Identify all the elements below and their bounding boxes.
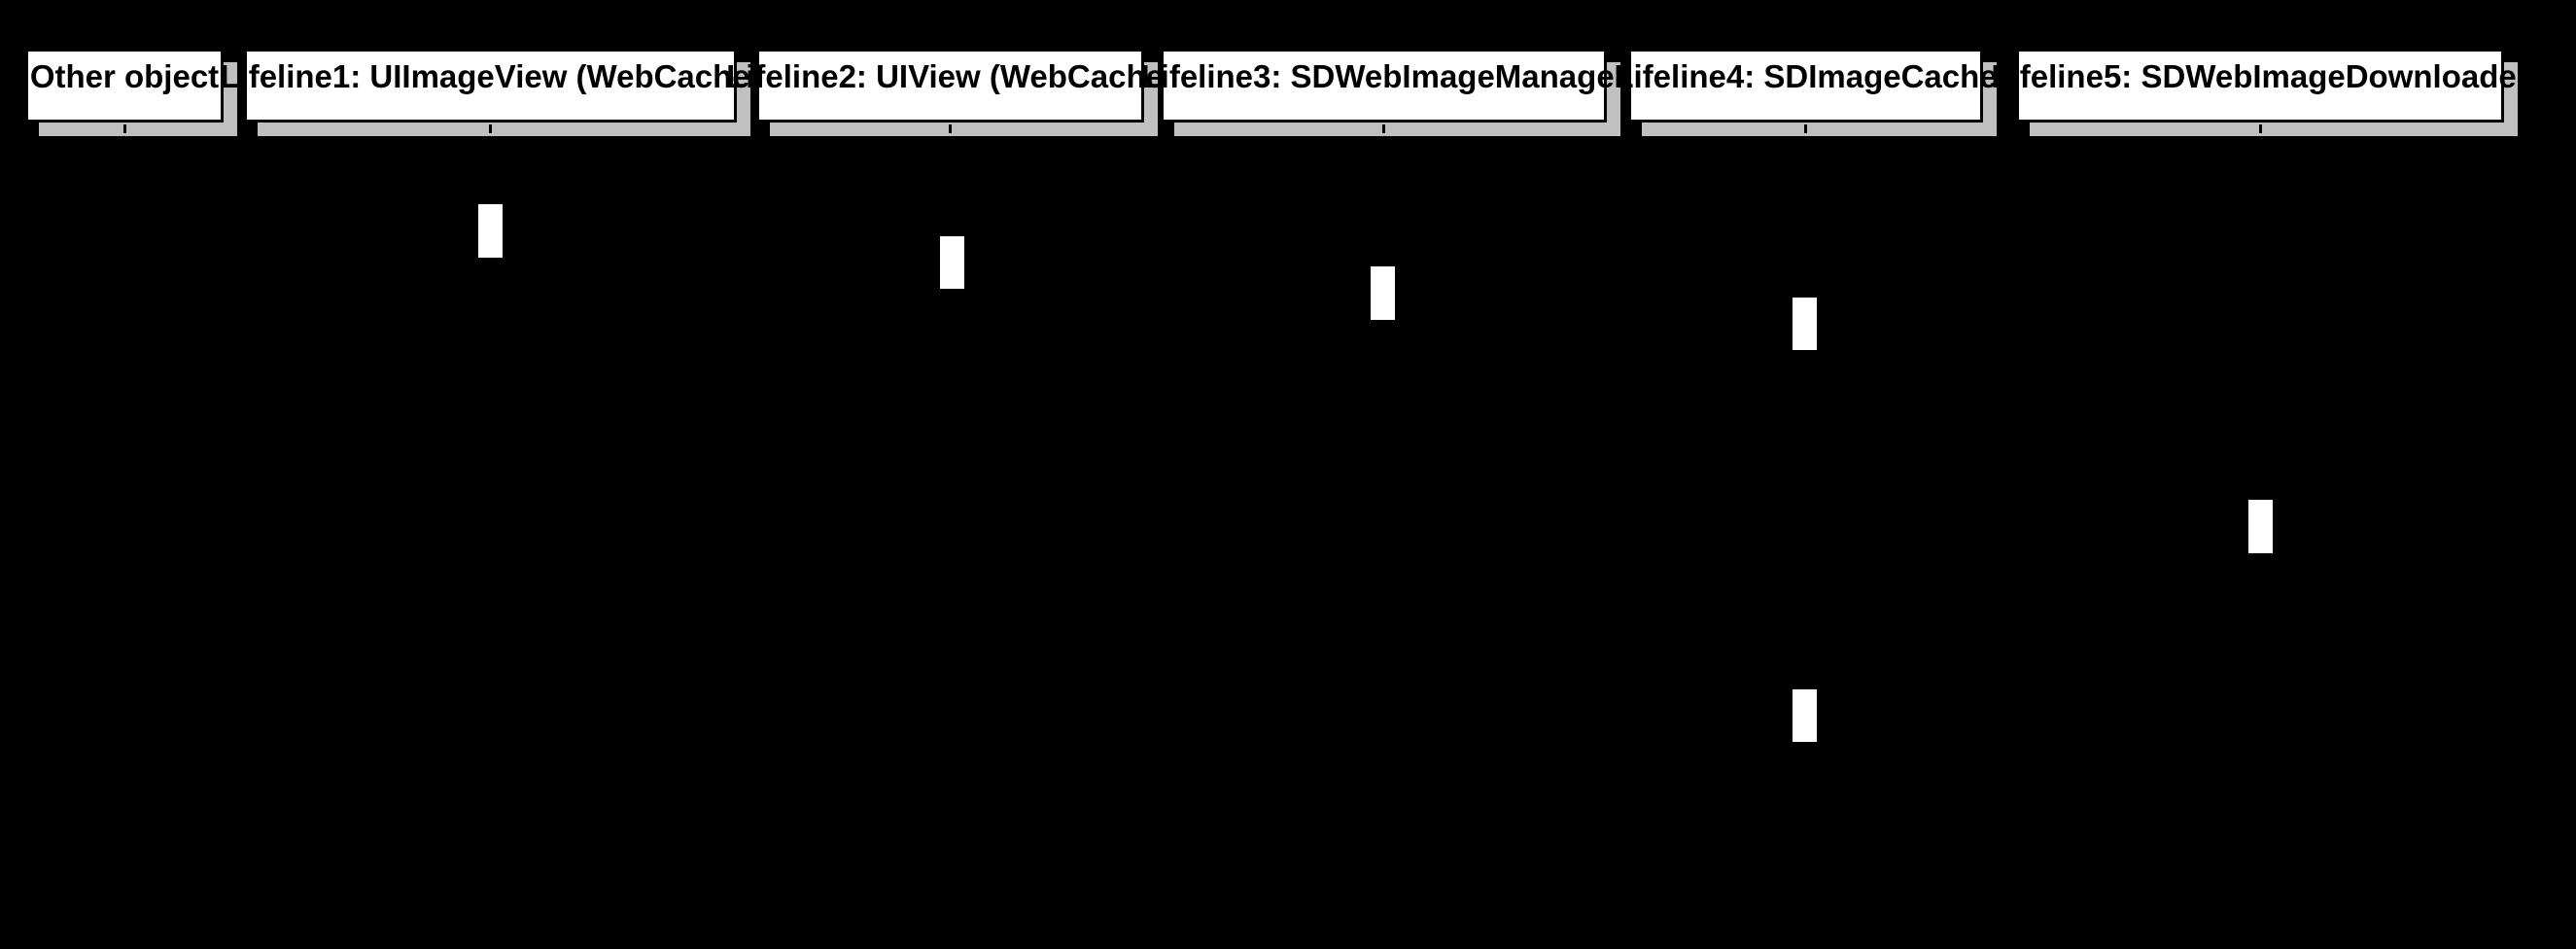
lifeline-dash	[123, 124, 126, 133]
lifeline-dash	[949, 124, 952, 133]
activation-bar-5[interactable]	[2248, 500, 2273, 553]
lifeline-dash	[489, 124, 492, 133]
lifeline-dash	[2259, 124, 2262, 133]
activation-bar-6[interactable]	[1793, 689, 1817, 742]
lifeline-head-label: Lifeline1: UIImageView (WebCache)	[220, 58, 761, 94]
lifeline-dash	[1804, 124, 1807, 133]
lifeline-head-5[interactable]: Lifeline4: SDImageCache	[1614, 49, 1998, 123]
lifeline-head-label: Lifeline3: SDWebImageManager	[1140, 58, 1627, 94]
activation-bar-3[interactable]	[1371, 266, 1395, 320]
activation-bar-4[interactable]	[1793, 298, 1817, 350]
lifeline-head-2[interactable]: Lifeline1: UIImageView (WebCache)	[220, 49, 761, 123]
activation-bar-2[interactable]	[940, 236, 964, 289]
lifeline-head-label: Lifeline5: SDWebImageDownloader	[1991, 58, 2529, 94]
activation-bar-1[interactable]	[478, 204, 503, 258]
lifeline-head-4[interactable]: Lifeline3: SDWebImageManager	[1141, 49, 1627, 123]
lifeline-head-3[interactable]: Lifeline2: UIView (WebCache)	[726, 49, 1174, 123]
lifeline-head-label: Lifeline2: UIView (WebCache)	[726, 58, 1174, 94]
lifeline-head-1[interactable]: Other object	[25, 49, 224, 123]
lifeline-head-label: Lifeline4: SDImageCache	[1614, 58, 1998, 94]
lifeline-head-6[interactable]: Lifeline5: SDWebImageDownloader	[1991, 49, 2529, 123]
lifeline-head-label: Other object	[29, 58, 220, 94]
lifeline-dash	[1382, 124, 1385, 133]
